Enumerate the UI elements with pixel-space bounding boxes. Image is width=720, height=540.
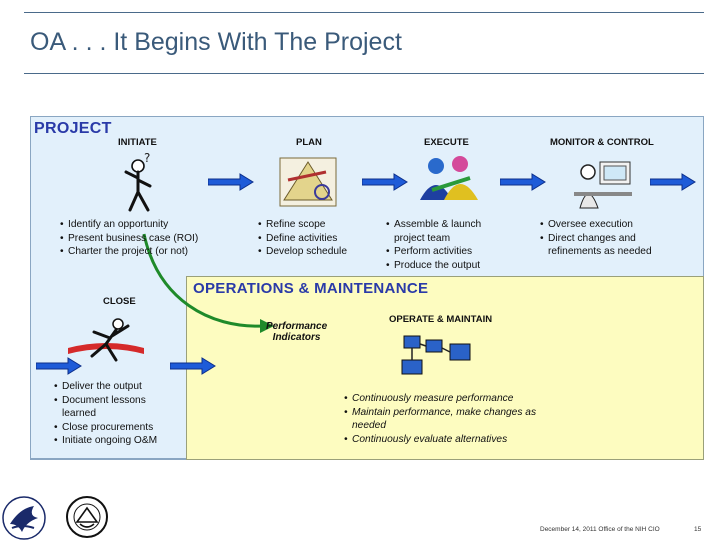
close-list: Deliver the output Document lessons lear… — [54, 380, 182, 448]
svg-text:?: ? — [144, 151, 150, 165]
list-item: Develop schedule — [258, 245, 378, 259]
performance-indicators-label: Performance Indicators — [266, 321, 328, 343]
om-label: OPERATIONS & MAINTENANCE — [193, 280, 429, 297]
phase-initiate-name: INITIATE — [118, 137, 157, 148]
list-item: Initiate ongoing O&M — [54, 434, 182, 448]
nih-seal-logo — [66, 496, 108, 538]
arrow-icon — [36, 357, 82, 375]
list-item: Identify an opportunity — [60, 218, 220, 232]
arrow-icon — [362, 173, 408, 191]
initiate-list: Identify an opportunity Present business… — [60, 218, 220, 259]
operate-list: Continuously measure performance Maintai… — [344, 392, 544, 446]
list-item: Maintain performance, make changes as ne… — [344, 406, 544, 433]
arrow-icon — [170, 357, 216, 375]
hhs-eagle-logo — [2, 496, 46, 540]
arrow-icon — [650, 173, 696, 191]
finish-line-runner-icon — [68, 318, 144, 362]
planning-tools-icon — [279, 157, 337, 207]
thinking-person-icon: ? — [124, 151, 152, 212]
phase-execute-name: EXECUTE — [424, 137, 469, 148]
execute-list: Assemble & launch project team Perform a… — [386, 218, 504, 272]
phase-monitor-name: MONITOR & CONTROL — [550, 137, 654, 148]
list-item: Assemble & launch project team — [386, 218, 504, 245]
arrow-icon — [500, 173, 546, 191]
list-item: Charter the project (or not) — [60, 245, 220, 259]
title-rule-bottom — [24, 73, 704, 74]
monitor-list: Oversee execution Direct changes and ref… — [540, 218, 690, 259]
plan-list: Refine scope Define activities Develop s… — [258, 218, 378, 259]
list-item: Direct changes and refinements as needed — [540, 232, 690, 259]
project-label: PROJECT — [34, 120, 112, 137]
operate-maintain-name: OPERATE & MAINTAIN — [389, 314, 493, 325]
networked-computers-icon — [401, 335, 471, 375]
list-item: Continuously evaluate alternatives — [344, 433, 544, 447]
footer-text: December 14, 2011 Office of the NIH CIO — [540, 526, 660, 533]
title-rule-top — [24, 12, 704, 13]
list-item: Refine scope — [258, 218, 378, 232]
page-number: 15 — [694, 526, 702, 533]
phase-close-name: CLOSE — [103, 296, 136, 307]
list-item: Present business case (ROI) — [60, 232, 220, 246]
computer-user-icon — [574, 161, 632, 209]
list-item: Document lessons learned — [54, 394, 182, 421]
team-icon — [420, 156, 478, 200]
list-item: Close procurements — [54, 421, 182, 435]
list-item: Continuously measure performance — [344, 392, 544, 406]
slide-title: OA . . . It Begins With The Project — [30, 28, 402, 56]
list-item: Deliver the output — [54, 380, 182, 394]
list-item: Oversee execution — [540, 218, 690, 232]
phase-plan-name: PLAN — [296, 137, 322, 148]
arrow-icon — [208, 173, 254, 191]
list-item: Define activities — [258, 232, 378, 246]
list-item: Perform activities — [386, 245, 504, 259]
list-item: Produce the output — [386, 259, 504, 273]
